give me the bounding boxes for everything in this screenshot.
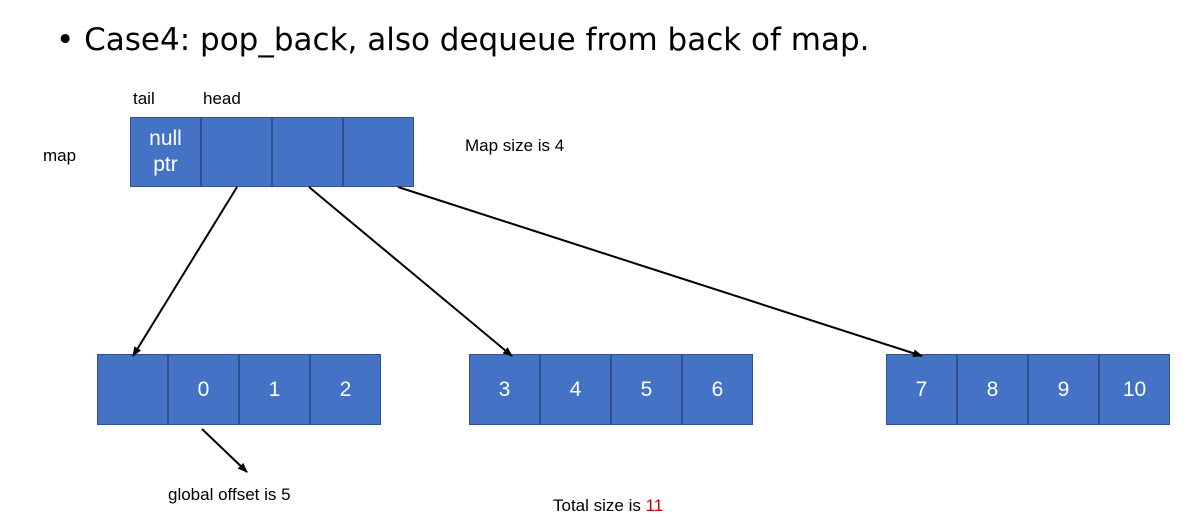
map-cell-3 (343, 117, 414, 187)
map-cell-0: null ptr (130, 117, 201, 187)
block2-cell: 4 (540, 354, 611, 425)
total-size-value: 11 (645, 496, 664, 515)
tail-label: tail (133, 89, 155, 108)
block2-cell: 3 (469, 354, 540, 425)
head-label: head (203, 89, 241, 108)
arrow-map2-to-block2 (308, 186, 513, 357)
map-cell-0-line2: ptr (153, 153, 178, 176)
map-size-label: Map size is 4 (465, 136, 565, 155)
block3-cell: 10 (1099, 354, 1170, 425)
global-offset-label: global offset is 5 (168, 485, 291, 504)
map-cell-1 (201, 117, 272, 187)
map-cell-2 (272, 117, 343, 187)
block3-cell: 8 (957, 354, 1028, 425)
block2-cell: 5 (611, 354, 682, 425)
arrow-global-offset (201, 428, 248, 473)
slide-title: • Case4: pop_back, also dequeue from bac… (56, 22, 870, 58)
total-size-label: Total size is 11 (553, 497, 663, 514)
block3-cell: 9 (1028, 354, 1099, 425)
block1-cell: 2 (310, 354, 381, 425)
block3-cell: 7 (886, 354, 957, 425)
map-label: map (43, 146, 77, 165)
total-size-prefix: Total size is (553, 496, 646, 515)
block1-cell: 0 (168, 354, 239, 425)
arrow-map3-to-block3 (397, 186, 923, 358)
block1-cell: 1 (239, 354, 310, 425)
arrow-map1-to-block1 (132, 186, 238, 357)
map-cell-0-line1: null (149, 127, 182, 150)
block2-cell: 6 (682, 354, 753, 425)
